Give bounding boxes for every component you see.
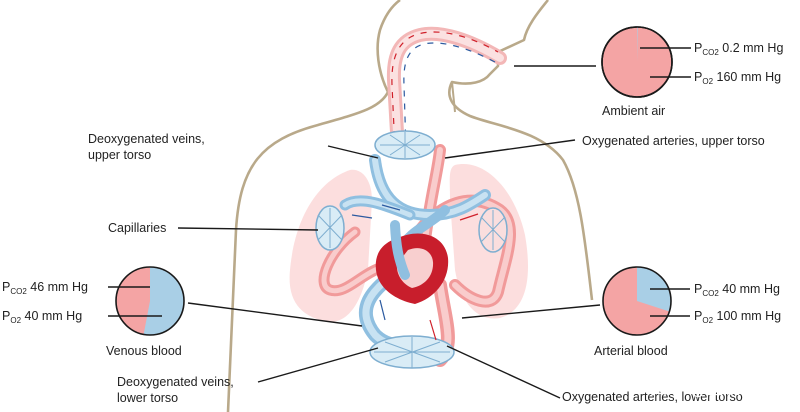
- venous-po2-value: 40 mm Hg: [21, 309, 82, 323]
- venous-pco2-p: P: [2, 280, 10, 294]
- ambient-pco2-value: 0.2 mm Hg: [719, 41, 784, 55]
- lower-capillary-bed: [369, 335, 455, 369]
- left-lung-capillary-bed: [315, 205, 345, 251]
- arterial-po2-value: 100 mm Hg: [713, 309, 781, 323]
- flow-arrows: [351, 204, 479, 341]
- ambient-po2-p: P: [694, 70, 702, 84]
- label-arteries-upper: Oxygenated arteries, upper torso: [582, 134, 765, 148]
- arterial-pco2-sub: CO2: [702, 289, 719, 298]
- arterial-caption: Arterial blood: [594, 344, 668, 358]
- venous-pco2-sub: CO2: [10, 287, 27, 296]
- ambient-po2-value: 160 mm Hg: [713, 70, 781, 84]
- arterial-pco2-readout: PCO2 40 mm Hg: [694, 282, 780, 298]
- body-outline: [226, 0, 594, 412]
- venous-pco2-value: 46 mm Hg: [27, 280, 88, 294]
- ambient-blue-slice: [637, 27, 638, 62]
- airway-inner: [389, 29, 504, 154]
- watermark: 头条 @星舰基因: [650, 379, 774, 399]
- ambient-po2-sub: O2: [702, 77, 713, 86]
- right-lung-capillary-bed: [478, 207, 508, 253]
- label-veins-lower-line1: Deoxygenated veins,: [117, 375, 234, 389]
- label-arteries-lower: Oxygenated arteries, lower torso: [562, 390, 743, 404]
- ambient-pco2-p: P: [694, 41, 702, 55]
- ambient-pco2-sub: CO2: [702, 48, 719, 57]
- venous-blue-slice: [143, 267, 184, 335]
- venous-po2-p: P: [2, 309, 10, 323]
- oxygenated-vessels: [318, 144, 516, 367]
- arterial-po2-p: P: [694, 309, 702, 323]
- venous-pco2-readout: PCO2 46 mm Hg: [2, 280, 88, 296]
- airflow-out-arrows: [391, 31, 499, 151]
- label-veins-upper-line2: upper torso: [88, 148, 151, 162]
- gauge-ambient-air: [601, 26, 691, 98]
- gauge-venous-blood: [108, 266, 185, 336]
- venous-po2-sub: O2: [10, 316, 21, 325]
- arterial-po2-readout: PO2 100 mm Hg: [694, 309, 781, 325]
- ambient-po2-readout: PO2 160 mm Hg: [694, 70, 781, 86]
- ambient-caption: Ambient air: [602, 104, 665, 118]
- label-veins-upper-line1: Deoxygenated veins,: [88, 132, 205, 146]
- chin-outline: [451, 81, 456, 113]
- upper-capillary-bed: [374, 130, 436, 160]
- gauge-arterial-blood: [602, 266, 690, 336]
- label-capillaries: Capillaries: [108, 221, 166, 235]
- ambient-pco2-readout: PCO2 0.2 mm Hg: [694, 41, 783, 57]
- arterial-po2-sub: O2: [702, 316, 713, 325]
- arterial-pco2-p: P: [694, 282, 702, 296]
- leader-lines: [177, 65, 601, 399]
- arterial-pco2-value: 40 mm Hg: [719, 282, 780, 296]
- venous-po2-readout: PO2 40 mm Hg: [2, 309, 82, 325]
- heart-inflow: [390, 220, 410, 280]
- venous-caption: Venous blood: [106, 344, 182, 358]
- label-veins-lower-line2: lower torso: [117, 391, 178, 405]
